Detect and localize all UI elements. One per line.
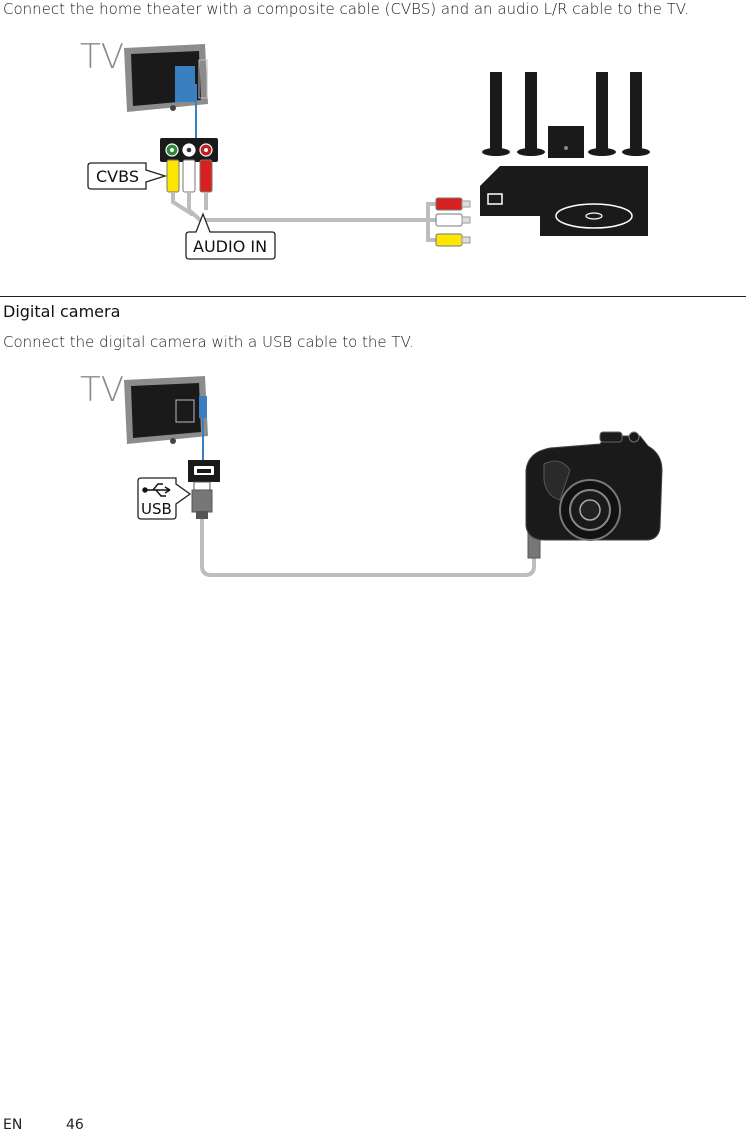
home-theater-unit-icon xyxy=(480,166,648,236)
section-divider xyxy=(0,296,746,297)
tv-icon xyxy=(124,44,208,112)
footer-language: EN xyxy=(3,1117,23,1133)
section-heading: Digital camera xyxy=(3,302,121,321)
rca-plugs-home-theater xyxy=(435,197,471,247)
home-theater-diagram: TV CVBS AUDIO IN xyxy=(80,37,650,260)
usb-label: USB xyxy=(137,477,192,520)
digital-camera-diagram: TV USB xyxy=(80,370,663,577)
tv-label-1: TV xyxy=(80,37,124,77)
footer-page-number: 46 xyxy=(66,1117,84,1133)
digital-camera-icon xyxy=(525,431,663,541)
cvbs-label: CVBS xyxy=(87,162,168,190)
svg-text:AUDIO IN: AUDIO IN xyxy=(193,237,267,256)
tv-label-2: TV xyxy=(80,370,124,410)
svg-text:CVBS: CVBS xyxy=(96,167,139,186)
camera-description: Connect the digital camera with a USB ca… xyxy=(3,333,414,351)
rca-plugs-tv xyxy=(166,159,213,193)
svg-text:USB: USB xyxy=(141,500,172,518)
av-connector-panel xyxy=(160,138,218,162)
usb-plug-icon xyxy=(191,481,213,519)
audio-in-label: AUDIO IN xyxy=(185,212,276,260)
usb-symbol-icon xyxy=(142,483,171,497)
intro-text: Connect the home theater with a composit… xyxy=(3,0,689,18)
speakers-icon xyxy=(482,72,650,158)
usb-port-icon xyxy=(188,460,220,482)
tv-icon xyxy=(124,376,208,444)
